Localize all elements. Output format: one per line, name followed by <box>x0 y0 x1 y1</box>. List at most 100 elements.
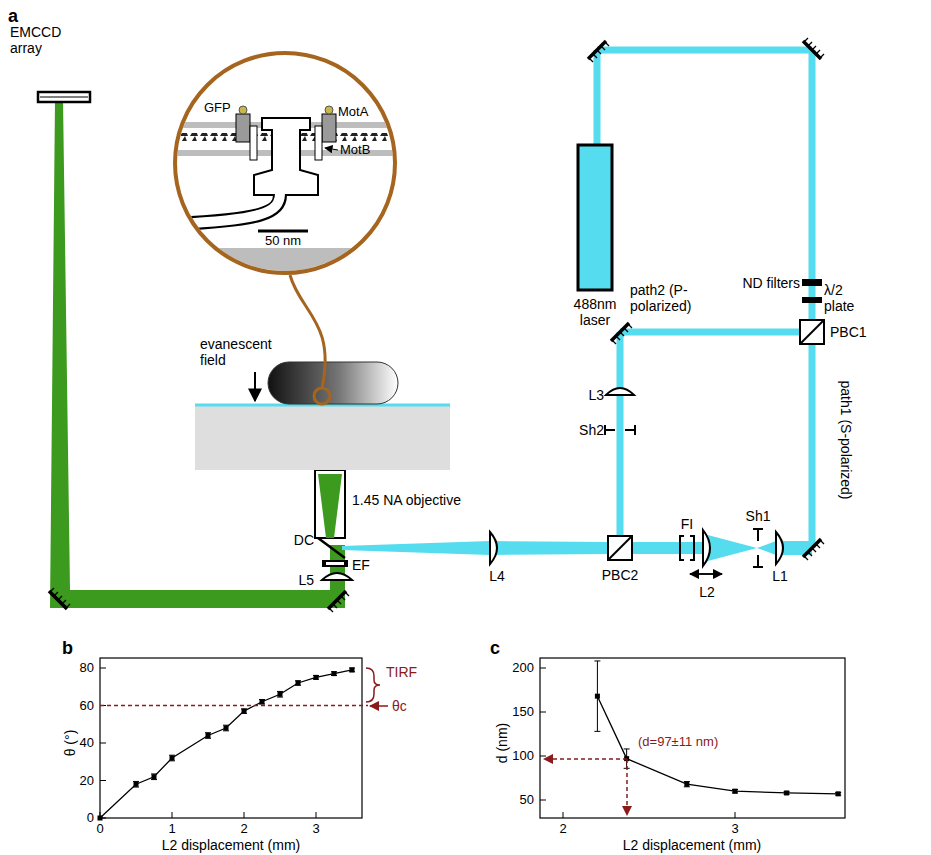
component-label: L1 <box>772 568 788 584</box>
data-point <box>314 675 319 680</box>
component-label: EF <box>352 557 370 573</box>
laser <box>578 145 612 290</box>
mirror-symbol <box>620 332 624 336</box>
plot-stroke <box>735 812 736 818</box>
path-label: path2 (P-polarized) <box>630 282 730 314</box>
component-label: λ/2 plate <box>824 282 866 314</box>
mirror-symbol <box>597 50 601 54</box>
plot-stroke <box>172 812 173 818</box>
data-point <box>242 709 247 714</box>
tick-label: 100 <box>512 749 534 764</box>
tick-label: 50 <box>520 793 534 808</box>
plot-stroke <box>100 780 106 781</box>
tick-label: 80 <box>80 661 94 676</box>
objective <box>315 470 345 538</box>
optical-element <box>605 425 635 435</box>
data-point <box>733 789 738 794</box>
motor-illustration <box>258 230 308 233</box>
motor-illustration <box>236 114 250 142</box>
error-bar <box>594 731 600 732</box>
mirror-symbol <box>337 600 341 604</box>
tick-label: 20 <box>80 773 94 788</box>
excitation-beam <box>594 50 601 145</box>
optical-element <box>753 529 763 567</box>
component-label: L2 <box>699 584 715 600</box>
excitation-beam <box>704 534 757 562</box>
tick-label: 2 <box>240 822 247 837</box>
mirror-symbol <box>812 548 816 552</box>
path-label: path1 (S-polarized) <box>838 380 854 499</box>
data-point <box>784 790 789 795</box>
optical-element <box>680 536 694 560</box>
optical-element <box>608 536 632 560</box>
data-point <box>260 699 265 704</box>
note-label: evanescent field <box>200 336 282 368</box>
data-point <box>224 726 229 731</box>
plot-stroke <box>540 756 546 757</box>
emccd-camera <box>38 92 90 102</box>
tick-label: 60 <box>80 698 94 713</box>
tick-label: 0 <box>87 811 94 826</box>
tick-label: 1 <box>168 822 175 837</box>
mirror-symbol <box>62 600 66 604</box>
panel-letter: c <box>490 638 500 659</box>
optical-element <box>802 279 822 286</box>
optical-element <box>800 320 824 344</box>
optical-element <box>608 536 632 560</box>
optical-element <box>322 560 348 567</box>
component-label: PBC1 <box>830 324 867 340</box>
plot-frame <box>100 658 362 818</box>
sample-slide <box>268 362 398 404</box>
mirror-symbol <box>803 539 821 557</box>
mirror-symbol <box>588 41 606 59</box>
motor-illustration <box>239 106 247 114</box>
data-point <box>595 694 600 699</box>
motor-illustration <box>325 148 338 150</box>
mirror-symbol <box>49 591 67 609</box>
axis-title: L2 displacement (mm) <box>623 837 762 853</box>
motor-illustration <box>173 193 280 224</box>
plot-stroke <box>244 812 245 818</box>
optical-element <box>802 297 822 303</box>
pointer-arrow <box>544 758 627 760</box>
data-point <box>836 791 841 796</box>
inset-callout: GFPMotAMotB50 nm <box>173 51 397 275</box>
mirror-symbol <box>816 544 820 548</box>
tick-label: 150 <box>512 705 534 720</box>
data-point <box>134 782 139 787</box>
component-label: L4 <box>489 568 505 584</box>
tirf-bracket <box>366 668 380 702</box>
mirror-symbol <box>329 608 333 612</box>
annotation: (d=97±11 nm) <box>636 735 720 750</box>
error-bar <box>624 748 630 749</box>
panel-letter: a <box>8 6 18 27</box>
mirror-symbol <box>816 50 820 54</box>
excitation-beam <box>342 47 816 563</box>
axis-title: L2 displacement (mm) <box>162 837 301 853</box>
mirror-symbol <box>601 46 605 50</box>
mirror-symbol <box>333 604 337 608</box>
mirror-symbol <box>605 42 609 46</box>
component-label: DC <box>294 532 314 548</box>
mirror-symbol <box>616 336 620 340</box>
lens-symbol <box>606 388 634 395</box>
mirror-symbol <box>593 54 597 58</box>
lens-symbol <box>322 573 352 580</box>
objective <box>318 474 342 538</box>
component-label: PBC2 <box>602 567 639 583</box>
sample-slide <box>195 405 450 470</box>
plot-stroke <box>540 800 546 801</box>
optical-element <box>800 320 824 344</box>
tick-label: 40 <box>80 736 94 751</box>
panel-letter: b <box>62 638 73 659</box>
error-bar <box>594 660 600 661</box>
mirror-symbol <box>611 323 629 341</box>
lens-mirror <box>49 38 824 612</box>
data-point <box>684 782 689 787</box>
mirror-symbol <box>804 556 808 560</box>
mirror-symbol <box>628 324 632 328</box>
laser <box>578 145 612 290</box>
component-label: 1.45 NA objective <box>352 492 461 508</box>
optical-element <box>690 573 722 575</box>
